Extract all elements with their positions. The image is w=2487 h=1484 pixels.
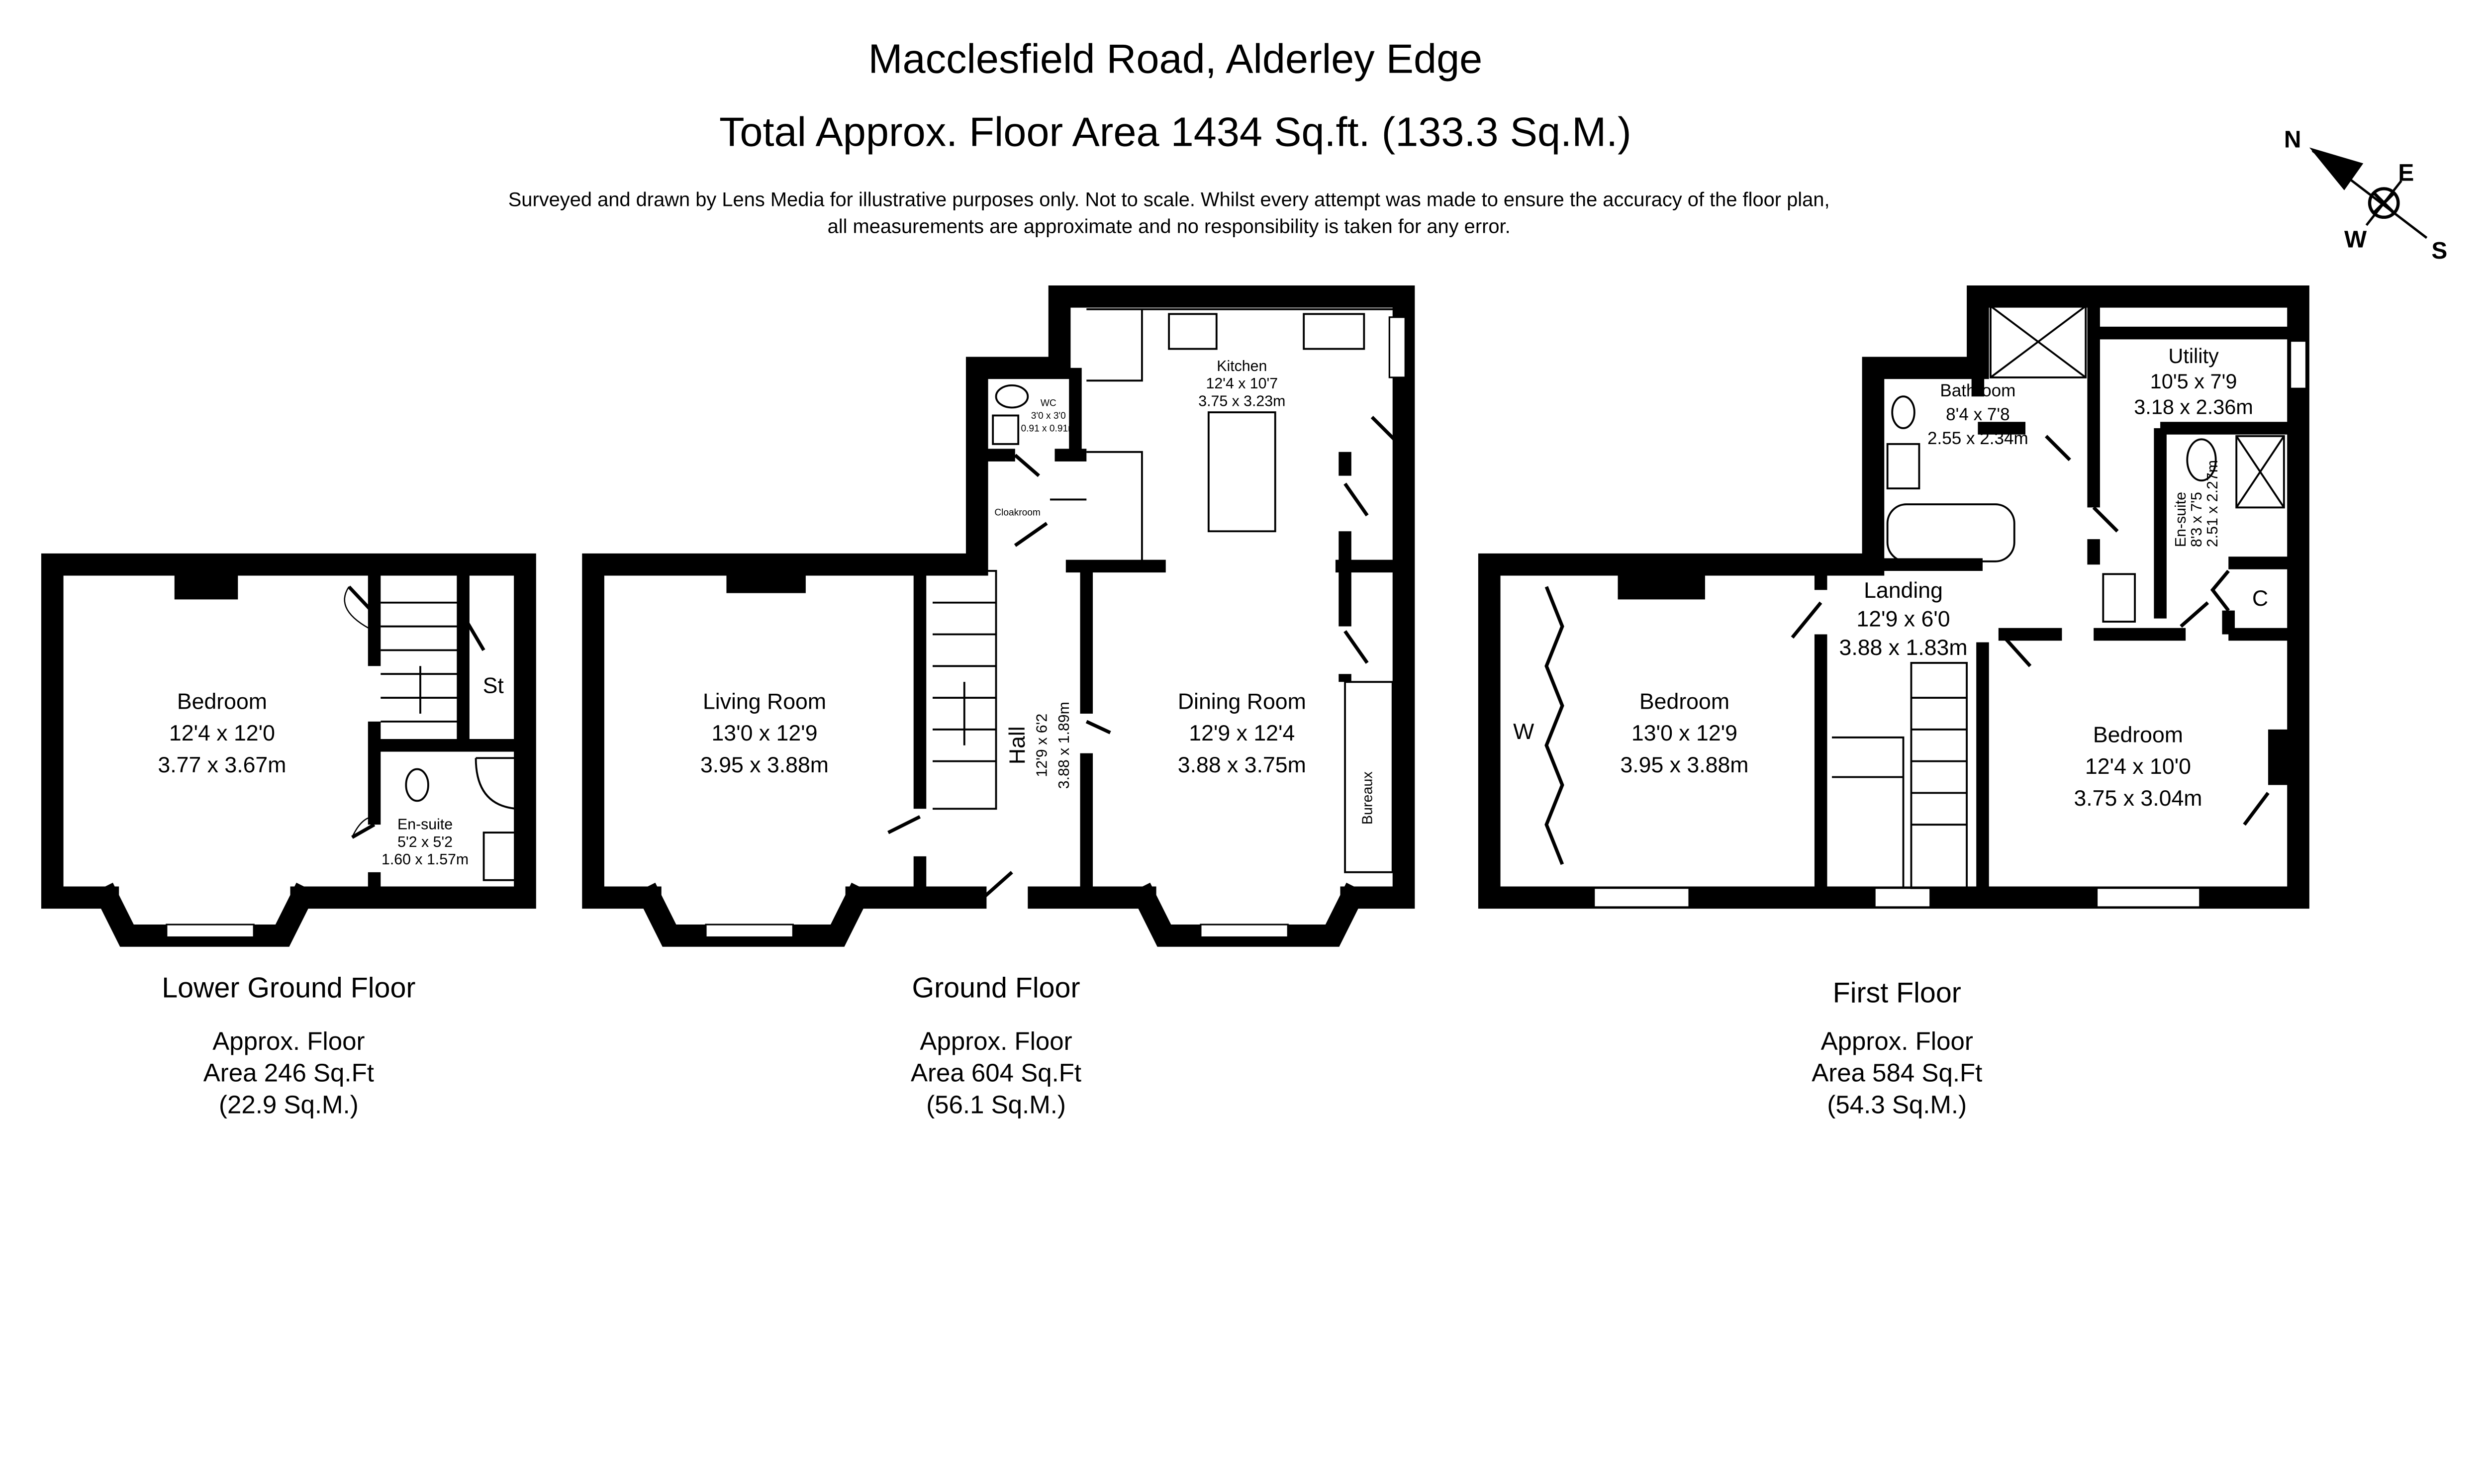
first-area-1: Approx. Floor [1821,1027,1973,1055]
ff-ensuite-metric: 2.51 x 2.27m [2204,460,2221,547]
bathroom-name: Bathroom [1940,381,2015,400]
hall-metric: 3.88 x 1.89m [1056,702,1072,789]
lg-store-name: St [483,673,504,698]
hob [1168,313,1218,350]
first-floor-plan: Bedroom 13'0 x 12'9 3.95 x 3.88m W Landi… [1478,285,2309,909]
lower-ground-floor-label: Lower Ground Floor [162,972,415,1004]
living-room-metric: 3.95 x 3.88m [700,753,829,777]
ground-floor-label: Ground Floor [912,972,1080,1004]
compass-icon: N E S W [2284,127,2447,264]
address-title: Macclesfield Road, Alderley Edge [868,36,1482,82]
lower-ground-floor-plan: Bedroom 12'4 x 12'0 3.77 x 3.67m St En-s… [41,553,536,947]
living-room-name: Living Room [703,689,826,714]
bureaux-name: Bureaux [1359,771,1375,825]
ff-bedroom2-metric: 3.75 x 3.04m [2074,786,2202,811]
shower [1989,305,2087,378]
lower-ground-area-2: Area 246 Sq.Ft [203,1059,374,1087]
bath [1886,503,2015,562]
compass-w: W [2344,226,2367,253]
cupboard-label: C [2252,586,2268,611]
ff-bedroom1-imperial: 13'0 x 12'9 [1631,721,1737,745]
wall [41,553,536,909]
first-floor-label: First Floor [1833,977,1961,1009]
kitchen-imperial: 12'4 x 10'7 [1206,375,1278,392]
living-room-imperial: 13'0 x 12'9 [711,721,817,745]
utility-name: Utility [2168,344,2219,368]
bathroom-metric: 2.55 x 2.34m [1927,429,2028,448]
ff-bedroom1-metric: 3.95 x 3.88m [1620,753,1748,777]
kitchen-name: Kitchen [1217,358,1267,374]
wc-metric: 0.91 x 0.91m [1021,423,1076,434]
lg-bedroom-imperial: 12'4 x 12'0 [169,721,275,745]
first-area-2: Area 584 Sq.Ft [1812,1059,1982,1087]
compass-e: E [2398,160,2414,186]
ff-bedroom2-name: Bedroom [2093,723,2183,747]
ground-area-2: Area 604 Sq.Ft [911,1059,1081,1087]
dining-room-name: Dining Room [1178,689,1306,714]
landing-imperial: 12'9 x 6'0 [1856,607,1950,632]
landing-name: Landing [1864,578,1943,603]
cloakroom-name: Cloakroom [994,507,1040,518]
chimney-breast [174,564,238,600]
disclaimer-line-2: all measurements are approximate and no … [828,216,1511,238]
utility-imperial: 10'5 x 7'9 [2150,370,2237,393]
lg-ensuite-imperial: 5'2 x 5'2 [397,834,453,850]
ff-ensuite-imperial: 8'3 x 7'5 [2189,492,2205,547]
lower-ground-area-3: (22.9 Sq.M.) [219,1091,359,1119]
hall-name: Hall [1005,726,1030,764]
ground-area-3: (56.1 Sq.M.) [926,1091,1066,1119]
wardrobe-label: W [1513,720,1534,744]
lower-ground-area-1: Approx. Floor [212,1027,365,1055]
sink [1303,313,1365,350]
compass-s: S [2431,238,2447,264]
lg-ensuite-metric: 1.60 x 1.57m [382,851,469,868]
floor-plan: Macclesfield Road, Alderley Edge Total A… [41,36,2447,1119]
landing-metric: 3.88 x 1.83m [1839,636,1968,660]
ff-bedroom2-imperial: 12'4 x 10'0 [2085,754,2191,779]
lg-bedroom-metric: 3.77 x 3.67m [158,753,286,777]
ground-floor-plan: Living Room 13'0 x 12'9 3.95 x 3.88m Hal… [582,285,1415,947]
fireplace [726,574,806,593]
bathroom-imperial: 8'4 x 7'8 [1946,405,2009,424]
lg-ensuite-name: En-suite [397,817,453,833]
hall-imperial: 12'9 x 6'2 [1034,714,1051,777]
wc-name: WC [1041,398,1056,408]
lg-bedroom-name: Bedroom [177,689,267,714]
kitchen-metric: 3.75 x 3.23m [1198,393,1285,409]
total-area: Total Approx. Floor Area 1434 Sq.ft. (13… [719,108,1631,155]
utility-metric: 3.18 x 2.36m [2134,395,2253,418]
dining-room-imperial: 12'9 x 12'4 [1189,721,1295,745]
wc-imperial: 3'0 x 3'0 [1031,411,1066,421]
disclaimer-line-1: Surveyed and drawn by Lens Media for ill… [508,189,1830,211]
window [166,924,255,938]
ff-ensuite-name: En-suite [2173,492,2189,547]
ground-area-1: Approx. Floor [920,1027,1072,1055]
first-area-3: (54.3 Sq.M.) [1827,1091,1967,1119]
ff-bedroom1-name: Bedroom [1639,689,1729,714]
compass-n: N [2284,127,2301,153]
dining-room-metric: 3.88 x 3.75m [1178,753,1306,777]
